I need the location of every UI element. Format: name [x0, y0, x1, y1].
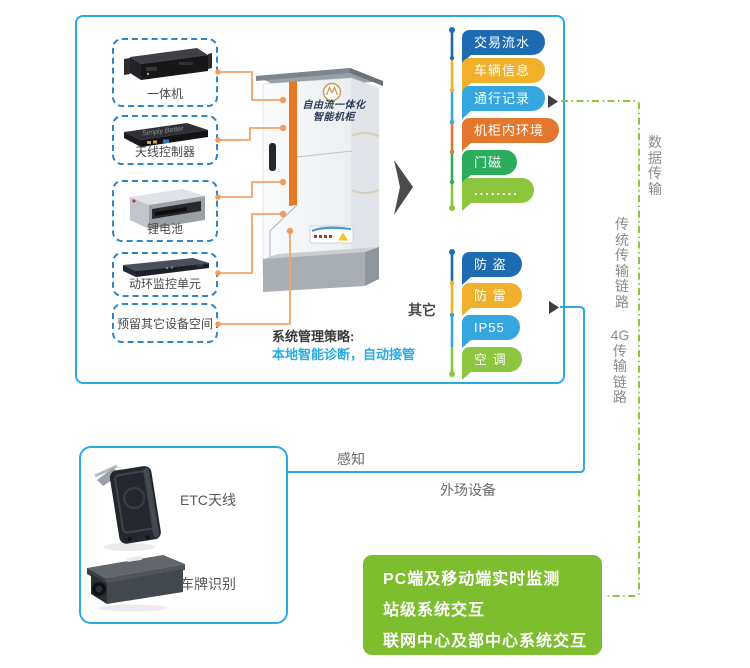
traditional-link-label: 传统传输链路	[615, 216, 629, 310]
device-label: 锂电池	[146, 222, 183, 236]
cabinet-title: 自由流一体化 智能机柜	[297, 100, 371, 124]
device-box-all-in-one: 一体机	[112, 38, 218, 107]
antenna-controller-image: Simply Better	[124, 123, 208, 147]
data-pill-transactions: 交易流水	[462, 30, 546, 63]
monitoring-line-3: 联网中心及部中心系统交互	[383, 633, 588, 650]
data-pill-door-sensor: 门磁	[462, 150, 518, 183]
sense-label: 感知	[337, 451, 365, 467]
other-pill-lightning: 防 雷	[462, 283, 522, 316]
data-pill-vehicle-info: 车辆信息	[462, 58, 546, 91]
battery-image	[130, 189, 205, 229]
device-box-reserved-space: 预留其它设备空间	[112, 303, 218, 343]
etc-antenna-label: ETC天线	[180, 492, 236, 508]
other-pill-ip55: IP55	[462, 315, 520, 348]
device-box-env-monitor: 动环监控单元	[112, 252, 218, 297]
device-label: 一体机	[146, 87, 183, 101]
device-label: 天线控制器	[134, 145, 195, 159]
other-pill-anti-theft: 防 盗	[462, 252, 522, 285]
rack-server-image	[124, 48, 212, 80]
data-pill-pass-records: 通行记录	[462, 86, 546, 119]
other-pill-air-conditioning: 空 调	[462, 347, 522, 380]
device-box-antenna-controller: Simply Better 天线控制器	[112, 115, 218, 165]
device-box-lithium-battery: 锂电池	[112, 180, 218, 242]
data-pill-cabinet-env: 机柜内环境	[462, 118, 560, 151]
data-transport-label: 数据传输	[648, 134, 662, 197]
etc-antenna-image	[94, 464, 161, 551]
license-plate-label: 车牌识别	[180, 576, 236, 592]
field-devices-panel: ETC天线 车牌识别	[79, 446, 288, 624]
env-monitor-image	[123, 258, 209, 277]
field-devices-label: 外场设备	[440, 482, 496, 498]
cabinet-title-line2: 智能机柜	[313, 112, 355, 123]
device-label: 预留其它设备空间	[116, 316, 213, 331]
device-label: 动环监控单元	[128, 277, 201, 291]
license-plate-camera-image	[87, 555, 185, 612]
cabinet-title-line1: 自由流一体化	[302, 100, 366, 111]
data-pill-more: ........	[462, 178, 534, 211]
monitoring-line-2: 站级系统交互	[383, 602, 486, 619]
monitoring-line-1: PC端及移动端实时监测	[383, 571, 561, 588]
monitoring-box: PC端及移动端实时监测 站级系统交互 联网中心及部中心系统交互	[363, 555, 602, 655]
